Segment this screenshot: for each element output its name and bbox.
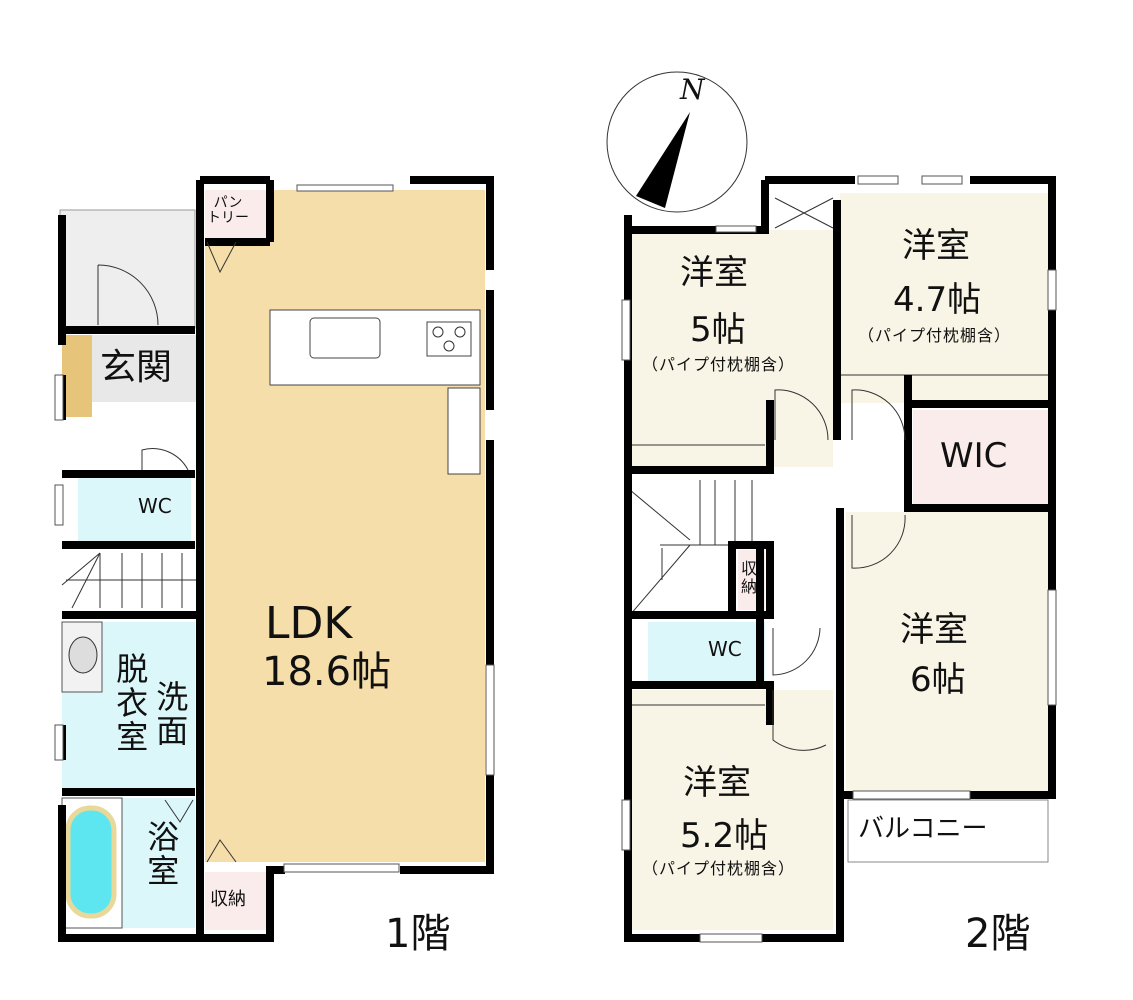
- room-label-balcony: バルコニー: [858, 814, 988, 844]
- room-label-pantry: パン トリー: [207, 195, 249, 227]
- floor1-plan: [54, 176, 495, 942]
- floor-label-2f: 2階: [965, 911, 1031, 957]
- floor-label-1f: 1階: [385, 911, 451, 957]
- room-label-storage-1f: 収納: [210, 889, 246, 910]
- room-label-ldk: LDK: [265, 598, 353, 649]
- room-label-bath: 浴室: [142, 820, 181, 888]
- room-label-storage-2f: 収 納: [741, 559, 758, 596]
- room-label-western-6-size: 6帖: [910, 660, 966, 700]
- room-label-datsuishitsu: 脱衣室: [111, 652, 150, 754]
- room-label-western-5-note: （パイプ付枕棚含）: [642, 355, 796, 374]
- room-label-western-52-note: （パイプ付枕棚含）: [642, 859, 796, 878]
- room-label-western-5-size: 5帖: [690, 310, 746, 350]
- room-label-western-47-note: （パイプ付枕棚含）: [858, 326, 1012, 345]
- room-label-western-52-size: 5.2帖: [680, 816, 769, 856]
- room-label-western-5: 洋室: [680, 253, 748, 293]
- room-label-genkan: 玄関: [100, 347, 173, 388]
- compass-north: N: [680, 73, 705, 106]
- floor2-plan: [606, 71, 1057, 943]
- room-label-western-6: 洋室: [900, 610, 968, 650]
- room-label-western-47: 洋室: [902, 226, 970, 266]
- room-label-wc-2f: WC: [708, 637, 742, 661]
- room-label-wc-1f: WC: [138, 494, 172, 518]
- room-label-wic: WIC: [940, 436, 1008, 476]
- room-label-ldk-size: 18.6帖: [262, 649, 392, 695]
- room-label-western-52: 洋室: [683, 763, 751, 803]
- room-label-senmen: 洗面: [151, 680, 190, 748]
- room-label-western-47-size: 4.7帖: [893, 280, 982, 320]
